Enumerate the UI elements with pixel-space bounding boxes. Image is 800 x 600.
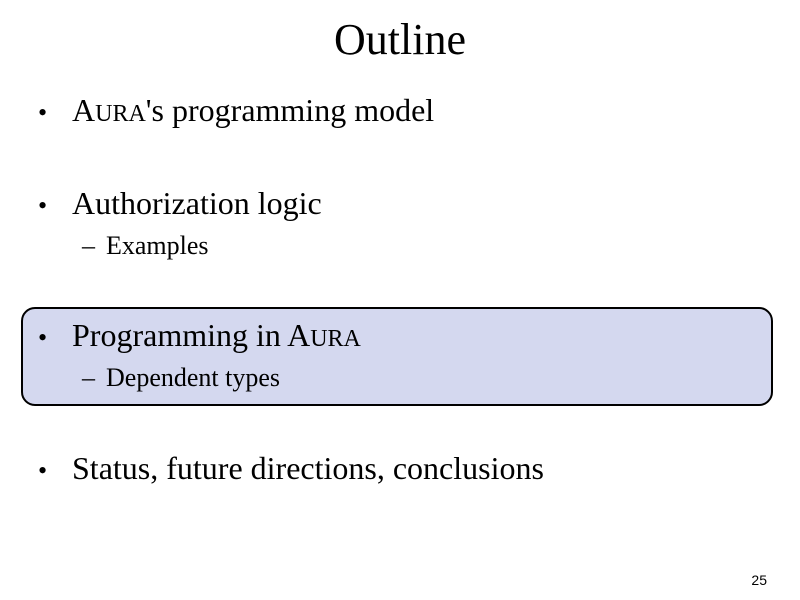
bullet-item-programming-model: • AURA's programming model xyxy=(38,92,434,132)
dash-icon: – xyxy=(82,231,95,260)
highlight-box xyxy=(21,307,773,406)
bullet-text: Programming in AURA xyxy=(72,317,361,353)
bullet-icon: • xyxy=(38,191,48,220)
bullet-text: Status, future directions, conclusions xyxy=(72,450,544,486)
bullet-text: Authorization logic xyxy=(72,185,322,221)
bullet-item-status: • Status, future directions, conclusions xyxy=(38,450,544,486)
sub-item-text: Examples xyxy=(106,231,209,260)
bullet-icon: • xyxy=(38,456,48,485)
slide-title: Outline xyxy=(334,15,466,64)
bullet-text: AURA's programming model xyxy=(72,92,435,128)
page-number: 25 xyxy=(751,572,767,588)
sub-item-text: Dependent types xyxy=(106,363,281,392)
sub-item-dependent-types: – Dependent types xyxy=(82,363,280,393)
dash-icon: – xyxy=(82,363,95,392)
bullet-icon: • xyxy=(38,323,48,352)
bullet-icon: • xyxy=(38,98,48,127)
bullet-item-authorization-logic: • Authorization logic xyxy=(38,185,322,221)
bullet-item-programming-in-aura: • Programming in AURA xyxy=(38,317,361,357)
sub-item-examples: – Examples xyxy=(82,231,209,261)
